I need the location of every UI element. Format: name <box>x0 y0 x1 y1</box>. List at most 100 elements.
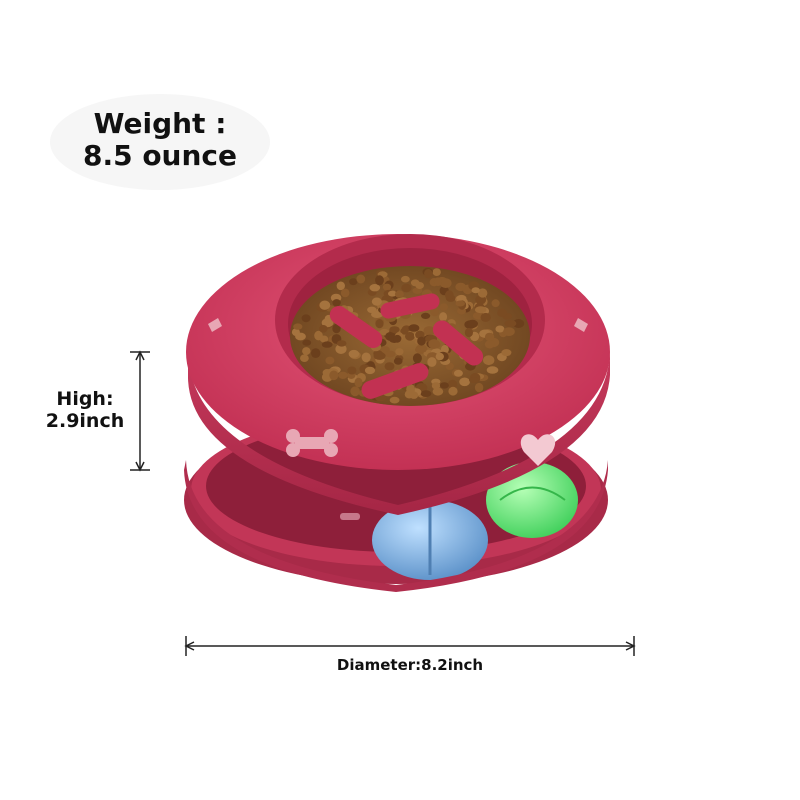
kibble-piece <box>325 356 335 365</box>
kibble-piece <box>369 284 381 292</box>
height-dimension-line <box>130 350 150 472</box>
diameter-dimension-line <box>184 636 636 656</box>
kibble-piece <box>375 275 384 286</box>
kibble-piece <box>455 282 467 292</box>
diameter-label: Diameter:8.2inch <box>336 656 484 674</box>
kibble-piece <box>501 349 512 357</box>
kibble-piece <box>409 391 419 399</box>
kibble-piece <box>301 314 311 323</box>
kibble-piece <box>475 306 487 314</box>
kibble-piece <box>375 319 384 329</box>
kibble-piece <box>408 324 420 332</box>
kibble-piece <box>338 371 348 379</box>
kibble-piece <box>469 377 479 383</box>
heart-cutout-icon <box>520 434 556 466</box>
kibble-piece <box>497 308 507 317</box>
kibble-piece <box>350 386 360 397</box>
kibble-piece <box>431 382 441 390</box>
kibble-piece <box>302 339 312 346</box>
kibble-piece <box>356 274 366 284</box>
kibble-piece <box>321 341 333 348</box>
kibble-piece <box>389 326 400 333</box>
kibble-piece <box>432 268 441 276</box>
kibble-piece <box>412 353 422 364</box>
kibble-piece <box>348 349 360 358</box>
kibble-piece <box>486 366 499 374</box>
kibble-piece <box>483 355 495 366</box>
kibble-piece <box>336 281 345 291</box>
kibble-piece <box>401 275 410 283</box>
height-label-line2: 2.9inch <box>45 410 125 432</box>
kibble-piece <box>332 323 341 334</box>
kibble-piece <box>424 269 433 279</box>
kibble-piece <box>512 319 525 328</box>
kibble-piece <box>347 366 357 375</box>
kibble-piece <box>428 339 440 349</box>
kibble-piece <box>401 283 412 293</box>
kibble-piece <box>439 382 449 389</box>
kibble-piece <box>477 288 488 298</box>
kibble-piece <box>491 299 500 308</box>
kibble-piece <box>384 362 395 371</box>
kibble-piece <box>388 290 397 297</box>
kibble-piece <box>435 352 444 361</box>
kibble-piece <box>354 377 363 388</box>
kibble-piece <box>300 354 309 363</box>
kibble-piece <box>503 327 515 336</box>
kibble-piece <box>314 330 323 341</box>
kibble-piece <box>329 370 339 381</box>
kibble-piece <box>319 325 328 333</box>
kibble-piece <box>389 396 400 404</box>
kibble-piece <box>384 350 396 358</box>
kibble-piece <box>405 331 415 341</box>
kibble-piece <box>364 366 376 375</box>
kibble-piece <box>311 348 321 358</box>
kibble-piece <box>394 290 404 298</box>
kibble-piece <box>432 387 444 396</box>
kibble-piece <box>293 323 303 330</box>
kibble-piece <box>459 377 470 387</box>
kibble-piece <box>474 382 484 393</box>
slow-feed-bars <box>329 293 484 399</box>
kibble-piece <box>417 336 426 346</box>
weight-label: Weight : 8.5 ounce <box>60 108 260 172</box>
kibble-piece <box>336 340 347 347</box>
kibble-piece <box>393 334 402 343</box>
kibble-piece <box>371 311 383 318</box>
kibble-piece <box>440 278 452 288</box>
kibble-piece <box>455 300 466 307</box>
kibble-piece <box>395 348 404 356</box>
weight-label-line2: 8.5 ounce <box>82 139 238 172</box>
kibble-piece <box>349 278 358 286</box>
kibble-piece <box>427 357 437 367</box>
kibble-piece <box>456 294 467 302</box>
kibble-piece <box>400 327 409 335</box>
kibble-piece <box>421 312 431 319</box>
kibble-piece <box>448 386 458 396</box>
lower-bone-cutout-icon <box>340 513 360 520</box>
kibble-piece <box>480 312 491 322</box>
kibble-piece <box>464 327 473 338</box>
weight-label-glow <box>50 94 270 190</box>
kibble-piece <box>484 340 495 349</box>
kibble-piece <box>367 306 377 313</box>
kibble-piece <box>439 303 448 311</box>
kibble-piece <box>433 277 443 287</box>
kibble-piece <box>321 318 334 328</box>
kibble-piece <box>504 320 517 327</box>
kibble-piece <box>440 344 449 354</box>
kibble-piece <box>382 283 392 291</box>
kibble-piece <box>361 352 371 363</box>
kibble-piece <box>335 344 347 354</box>
kibble-piece <box>420 390 432 397</box>
weight-label-line1: Weight : <box>93 107 227 140</box>
kibble-piece <box>467 319 478 328</box>
kibble-piece <box>423 326 435 336</box>
kibble-piece <box>439 312 448 322</box>
kibble-piece <box>373 351 386 360</box>
kibble-piece <box>415 282 425 289</box>
kibble-piece <box>302 347 311 356</box>
kibble-piece <box>471 287 480 294</box>
kibble-piece <box>448 379 458 389</box>
